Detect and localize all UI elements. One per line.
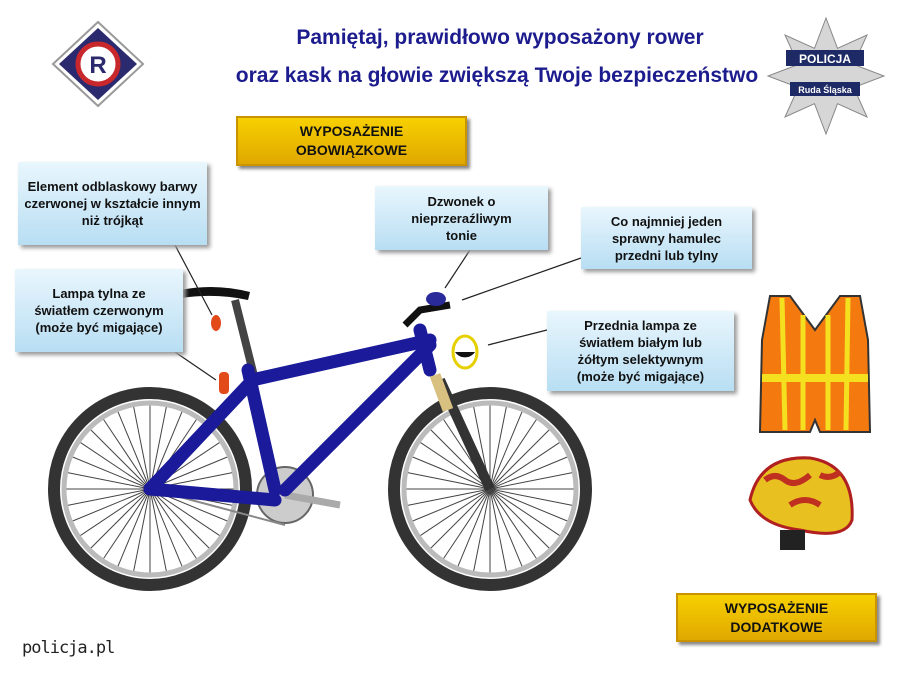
bicycle-illustration [48, 286, 592, 591]
wheel-spoke [67, 472, 151, 490]
wheel-spoke [102, 488, 151, 560]
wheel-spoke [407, 472, 491, 490]
wheel-spoke [489, 456, 568, 490]
wheel-spoke [133, 488, 151, 572]
wheel-spoke [489, 441, 561, 490]
wheel-spoke [72, 488, 151, 522]
wheel-spoke [412, 456, 491, 490]
wheel-spoke [489, 488, 538, 560]
wheel-spoke [90, 429, 151, 490]
wheel-spoke [489, 418, 538, 490]
wheel-spoke [489, 488, 507, 572]
wheel-spoke [419, 441, 491, 490]
wheel-spoke [79, 441, 151, 490]
wheel-spoke [133, 406, 151, 490]
r-letter: R [89, 52, 106, 79]
wheel-spoke [90, 488, 151, 549]
wheel-spoke [489, 488, 561, 537]
road-police-logo: R [51, 20, 145, 108]
bike-helmet-icon [748, 456, 854, 550]
bell-icon [426, 292, 446, 306]
wheel-spoke [489, 488, 568, 522]
callout-front-lamp: Przednia lampa ze światłem białym lub żó… [547, 311, 734, 391]
additional-equipment-label: WYPOSAŻENIE DODATKOWE [676, 593, 877, 642]
wheel-spoke [489, 488, 550, 549]
callout-bell: Dzwonek o nieprzeraźliwym tonie [375, 186, 548, 250]
callout-arrows [174, 244, 582, 381]
wheel-spoke [72, 456, 151, 490]
callout-brake: Co najmniej jeden sprawny hamulec przedn… [581, 207, 752, 269]
source-label: policja.pl [22, 638, 115, 658]
wheel-spoke [489, 472, 573, 490]
callout-rear-lamp: Lampa tylna ze światłem czerwonym (może … [15, 269, 183, 352]
wheel-spoke [489, 411, 523, 490]
mandatory-equipment-label: WYPOSAŻENIE OBOWIĄZKOWE [236, 116, 467, 166]
badge-text-bottom: Ruda Śląska [798, 84, 853, 95]
wheel-spoke [149, 488, 198, 560]
wheel-spoke [79, 488, 151, 537]
wheel-spoke [489, 429, 550, 490]
police-badge-icon: POLICJA Ruda Śląska [766, 16, 886, 136]
wheel-spoke [149, 488, 210, 549]
callout-rear-reflector: Element odblaskowy barwy czerwonej w ksz… [18, 162, 207, 245]
wheel-spoke [149, 488, 221, 537]
badge-text-top: POLICJA [799, 52, 851, 66]
title-line-2: oraz kask na głowie zwiększą Twoje bezpi… [235, 64, 759, 87]
wheel-spoke [430, 488, 491, 549]
wheel-spoke [489, 488, 573, 506]
wheel-spoke [149, 488, 167, 572]
wheel-spoke [419, 488, 491, 537]
wheel-spoke [407, 488, 491, 506]
wheel-spoke [489, 488, 523, 567]
rear-reflector-icon [211, 315, 221, 331]
wheel-spoke [442, 488, 491, 560]
wheel-spoke [457, 488, 491, 567]
wheel-spoke [117, 411, 151, 490]
wheel-spoke [489, 406, 507, 490]
safety-vest-icon [758, 295, 872, 433]
wheel-spoke [117, 488, 151, 567]
title-line-1: Pamiętaj, prawidłowo wyposażony rower [296, 26, 704, 49]
wheel-spoke [149, 488, 183, 567]
rear-lamp-icon [219, 372, 229, 394]
wheel-spoke [412, 488, 491, 522]
wheel-spoke [149, 406, 167, 490]
wheel-spoke [102, 418, 151, 490]
wheel-spoke [67, 488, 151, 506]
wheel-spoke [473, 488, 491, 572]
